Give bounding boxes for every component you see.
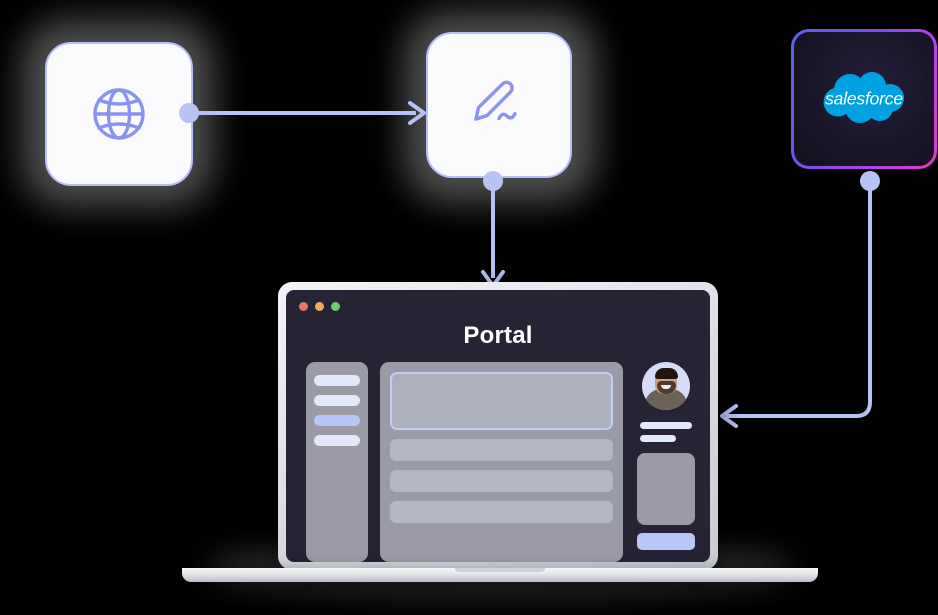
node-salesforce[interactable]: salesforce xyxy=(791,29,937,169)
minimize-icon[interactable] xyxy=(315,302,324,311)
window-traffic-lights xyxy=(299,302,340,311)
node-signature[interactable] xyxy=(388,0,612,220)
portal-right-panel xyxy=(634,362,698,562)
avatar-body xyxy=(645,389,687,410)
salesforce-card-inner: salesforce xyxy=(794,32,934,166)
arrowhead-left xyxy=(720,404,738,428)
side-card[interactable] xyxy=(637,453,695,525)
sidebar-item-3[interactable] xyxy=(314,415,360,426)
content-row-3[interactable] xyxy=(390,501,613,523)
connection-salesforce-to-portal xyxy=(720,171,880,428)
sidebar-item-1[interactable] xyxy=(314,375,360,386)
portal-main-content xyxy=(380,362,623,562)
maximize-icon[interactable] xyxy=(331,302,340,311)
globe-icon xyxy=(93,88,145,140)
portal-window[interactable]: Portal xyxy=(286,290,710,562)
avatar-hair xyxy=(654,368,678,379)
page-title: Portal xyxy=(463,322,533,349)
laptop-base xyxy=(182,568,818,582)
globe-card[interactable] xyxy=(45,42,193,186)
signature-card[interactable] xyxy=(426,32,572,178)
avatar-smile xyxy=(661,384,671,389)
featured-card[interactable] xyxy=(390,372,613,430)
salesforce-wordmark: salesforce xyxy=(825,88,903,109)
connection-signature-to-portal xyxy=(481,171,505,288)
connection-globe-to-signature xyxy=(179,101,426,125)
pen-signature-icon xyxy=(474,80,517,121)
profile-line-1 xyxy=(640,422,692,429)
content-row-1[interactable] xyxy=(390,439,613,461)
primary-action-button[interactable] xyxy=(637,533,695,550)
laptop-mockup: Portal xyxy=(182,278,818,598)
sidebar-item-2[interactable] xyxy=(314,395,360,406)
user-avatar[interactable] xyxy=(642,362,690,410)
portal-sidebar[interactable] xyxy=(306,362,368,562)
salesforce-cloud-icon: salesforce xyxy=(816,68,912,130)
laptop-lid: Portal xyxy=(278,282,718,570)
close-icon[interactable] xyxy=(299,302,308,311)
content-row-2[interactable] xyxy=(390,470,613,492)
laptop-base-notch xyxy=(455,568,545,572)
profile-line-2 xyxy=(640,435,676,442)
sidebar-item-4[interactable] xyxy=(314,435,360,446)
arrowhead-right xyxy=(408,101,426,125)
